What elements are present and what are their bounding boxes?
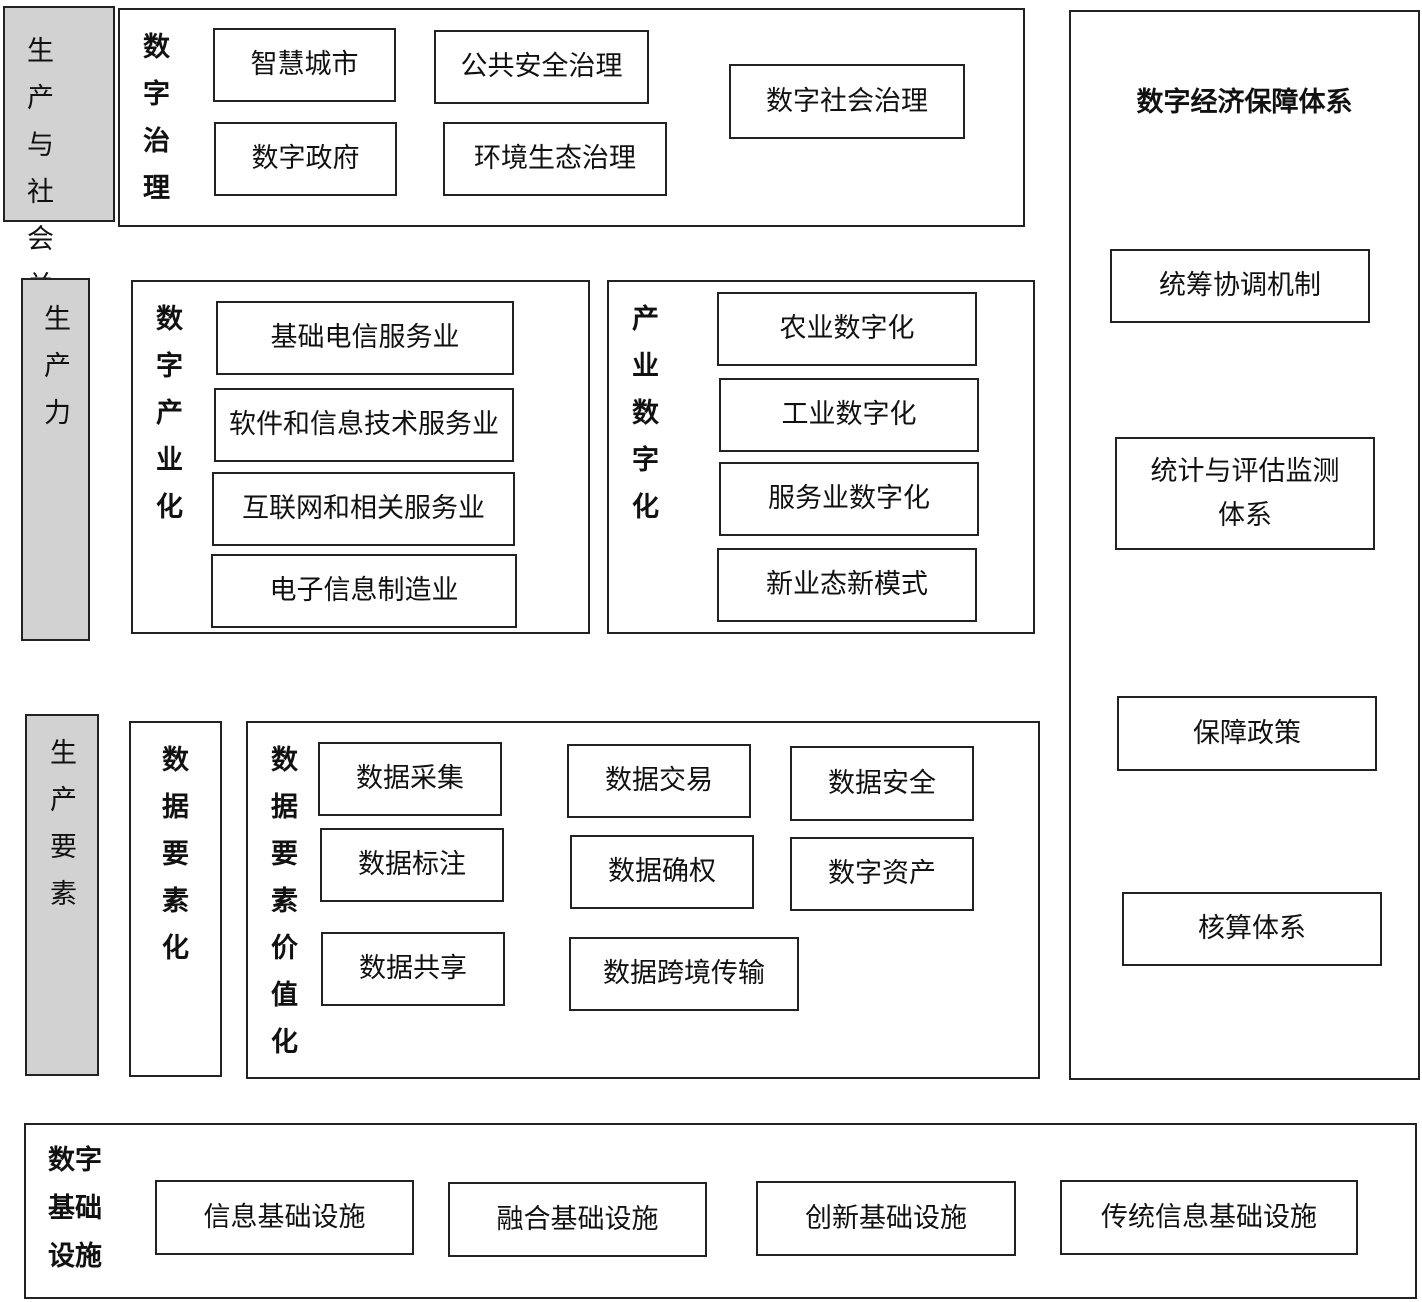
group-data-factorization: 数据要素化 [129,721,222,1077]
item-data-rights: 数据确权 [570,835,754,909]
group-label-industrial-digitalization: 产业数字化 [632,304,659,523]
item-software-it-services: 软件和信息技术服务业 [214,388,514,462]
item-data-sharing: 数据共享 [321,932,505,1006]
item-data-security: 数据安全 [790,746,974,821]
item-information-infrastructure: 信息基础设施 [155,1180,414,1255]
group-label-data-factorization: 数据要素化 [162,745,189,964]
group-label-data-value: 数据要素价值化 [271,745,298,1058]
group-label-digital-industrialization: 数字产业化 [156,304,183,523]
item-public-safety-governance: 公共安全治理 [434,30,649,104]
item-digital-government: 数字政府 [214,122,397,196]
item-digital-assets: 数字资产 [790,837,974,911]
item-traditional-infrastructure: 传统信息基础设施 [1060,1180,1358,1255]
item-new-business-models: 新业态新模式 [717,548,977,622]
item-smart-city: 智慧城市 [213,28,396,102]
item-cross-border-transfer: 数据跨境传输 [569,937,799,1011]
item-accounting-system: 核算体系 [1122,892,1382,966]
side-label-factors: 生产要素 [50,738,77,910]
item-data-labeling: 数据标注 [320,828,504,902]
item-coordination-mechanism: 统筹协调机制 [1110,249,1370,323]
item-eco-governance: 环境生态治理 [443,122,667,196]
side-panel-social-relations: 生产与社会关系 [3,6,115,349]
item-electronics-manufacturing: 电子信息制造业 [211,554,517,628]
item-statistics-monitoring: 统计与评估监测体系 [1115,437,1375,550]
item-data-collection: 数据采集 [318,742,502,816]
item-data-trading: 数据交易 [567,744,751,818]
infrastructure-label: 数字基础设施 [48,1145,102,1272]
item-digital-society-governance: 数字社会治理 [729,64,965,139]
item-innovation-infrastructure: 创新基础设施 [756,1181,1016,1256]
item-service-digitalization: 服务业数字化 [719,462,979,536]
item-safeguard-policies: 保障政策 [1117,696,1377,771]
item-internet-services: 互联网和相关服务业 [212,472,515,546]
side-label-productivity: 生产力 [44,304,71,429]
item-converged-infrastructure: 融合基础设施 [448,1182,707,1257]
item-basic-telecom: 基础电信服务业 [216,301,514,375]
side-panel-productivity: 生产力 [21,278,90,641]
item-industry-digitalization: 工业数字化 [719,378,979,452]
item-agriculture-digitalization: 农业数字化 [717,292,977,366]
group-label-digital-governance: 数字治理 [143,32,170,204]
safeguard-title: 数字经济保障体系 [1136,87,1353,118]
side-panel-factors: 生产要素 [25,714,99,1076]
